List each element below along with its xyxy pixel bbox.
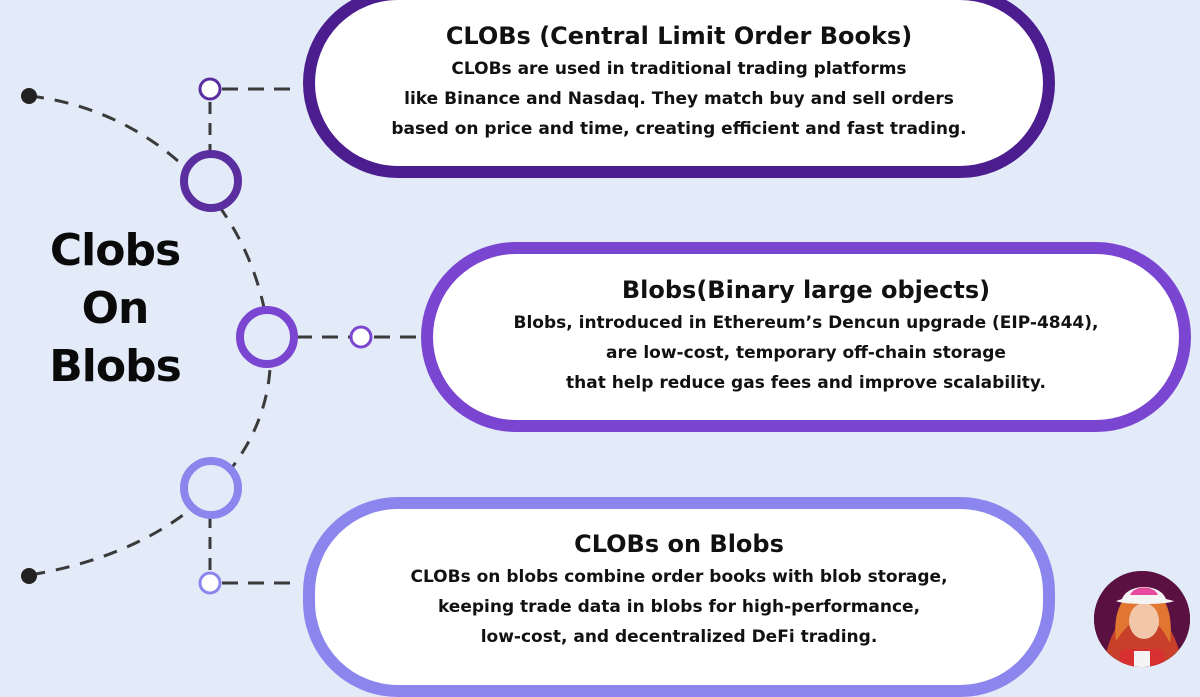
card-clobs-body: CLOBs are used in traditional trading pl… — [391, 54, 966, 144]
main-title-line-2: On — [81, 283, 150, 334]
connector-3-large-node — [180, 457, 242, 519]
avatar-icon — [1094, 571, 1190, 667]
card-blobs-line-3: that help reduce gas fees and improve sc… — [566, 373, 1046, 393]
connector-diagram — [21, 77, 420, 595]
card-clobs-on-blobs-line-1: CLOBs on blobs combine order books with … — [410, 567, 948, 587]
card-clobs-on-blobs: CLOBs on Blobs CLOBs on blobs combine or… — [303, 497, 1055, 697]
card-blobs: Blobs(Binary large objects) Blobs, intro… — [421, 242, 1191, 432]
card-clobs-on-blobs-line-3: low-cost, and decentralized DeFi trading… — [480, 627, 878, 647]
card-clobs-on-blobs-line-2: keeping trade data in blobs for high-per… — [437, 597, 921, 617]
card-clobs-on-blobs-body: CLOBs on blobs combine order books with … — [410, 562, 947, 652]
connector-2-small-node — [349, 325, 373, 349]
arc-end-dot — [21, 568, 37, 584]
main-title-line-1: Clobs — [49, 225, 181, 276]
card-blobs-body: Blobs, introduced in Ethereum’s Dencun u… — [514, 308, 1099, 398]
connector-3-small-node — [198, 571, 222, 595]
card-clobs-line-1: CLOBs are used in traditional trading pl… — [451, 59, 907, 79]
card-blobs-heading: Blobs(Binary large objects) — [621, 276, 991, 304]
card-clobs-line-3: based on price and time, creating effici… — [391, 119, 967, 139]
connector-1-large-node — [180, 150, 242, 212]
card-blobs-line-2: are low-cost, temporary off-chain storag… — [606, 343, 1006, 363]
connector-2-large-node — [236, 306, 298, 368]
connector-1-small-node — [198, 77, 222, 101]
card-clobs-line-2: like Binance and Nasdaq. They match buy … — [404, 89, 954, 109]
arc-start-dot — [21, 88, 37, 104]
main-title-line-3: Blobs — [49, 341, 182, 392]
main-title: Clobs On Blobs — [10, 222, 220, 396]
card-clobs-on-blobs-heading: CLOBs on Blobs — [574, 530, 784, 558]
card-clobs-heading: CLOBs (Central Limit Order Books) — [445, 22, 913, 50]
card-clobs: CLOBs (Central Limit Order Books) CLOBs … — [303, 0, 1055, 178]
card-blobs-line-1: Blobs, introduced in Ethereum’s Dencun u… — [513, 313, 1099, 333]
